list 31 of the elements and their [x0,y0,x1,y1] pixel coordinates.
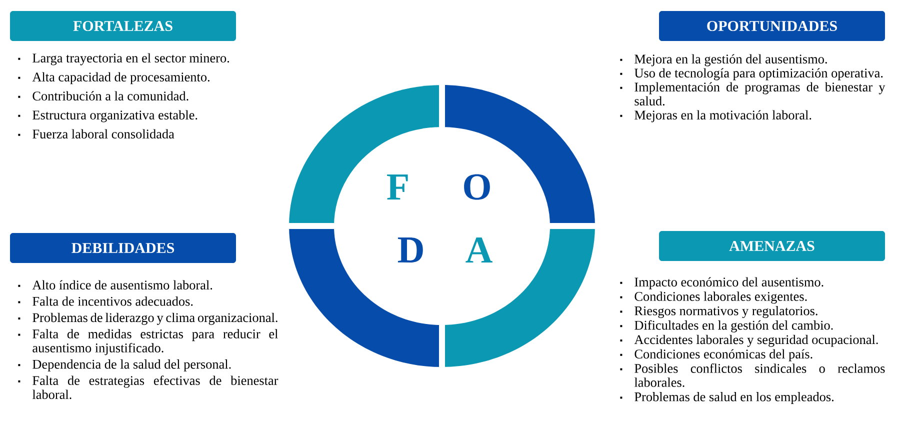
list-item: Dependencia de la salud del personal. [18,359,231,372]
list-item: Larga trayectoria en el sector minero. [18,53,230,66]
list-item: Falta de medidas estrictas para reducir el ausentismo injustificado. [18,329,278,356]
ring-letter: D [398,238,423,262]
header-box: AMENAZAS [659,231,885,261]
list-item: Falta de estrategias efectivas de bienestar laboral. [18,376,278,400]
header-box: FORTALEZAS [10,11,236,41]
list-item: Mejoras en la motivación laboral. [620,110,812,122]
header-box: OPORTUNIDADES [659,11,885,41]
list-item: Uso de tecnología para optimización operativa. [620,68,883,80]
list-item: Contribución a la comunidad. [18,91,188,101]
list-item: Impacto económico del ausentismo. [620,277,824,290]
list-item: Alto índice de ausentismo laboral. [18,280,212,290]
list-item: Posibles conflictos sindicales o reclamos laborales. [620,363,885,387]
list-item: Falta de incentivos adecuados. [18,296,193,306]
list-item: Riesgos normativos y regulatorios. [620,306,818,318]
ring-letter: O [464,174,490,200]
list-item: Fuerza laboral consolidada [18,129,174,138]
list-item: Condiciones laborales exigentes. [620,292,807,304]
list-item: Condiciones económicas del país. [620,349,812,362]
list-item: Mejora en la gestión del ausentismo. [620,54,827,66]
ring-letter: F [387,174,408,200]
list-item: Dificultades en la gestión del cambio. [620,320,833,332]
list-item: Estructura organizativa estable. [18,110,198,122]
header-box: DEBILIDADES [10,233,236,263]
ring-letter: A [466,237,492,263]
list-item: Accidentes laborales y seguridad ocupacional. [620,334,878,347]
list-item: Problemas de salud en los empleados. [620,392,834,404]
list-item: Problemas de liderazgo y clima organizacional. [18,312,278,325]
list-item: Alta capacidad de procesamiento. [18,72,210,84]
list-item: Implementación de programas de bienestar y salud. [620,82,886,106]
